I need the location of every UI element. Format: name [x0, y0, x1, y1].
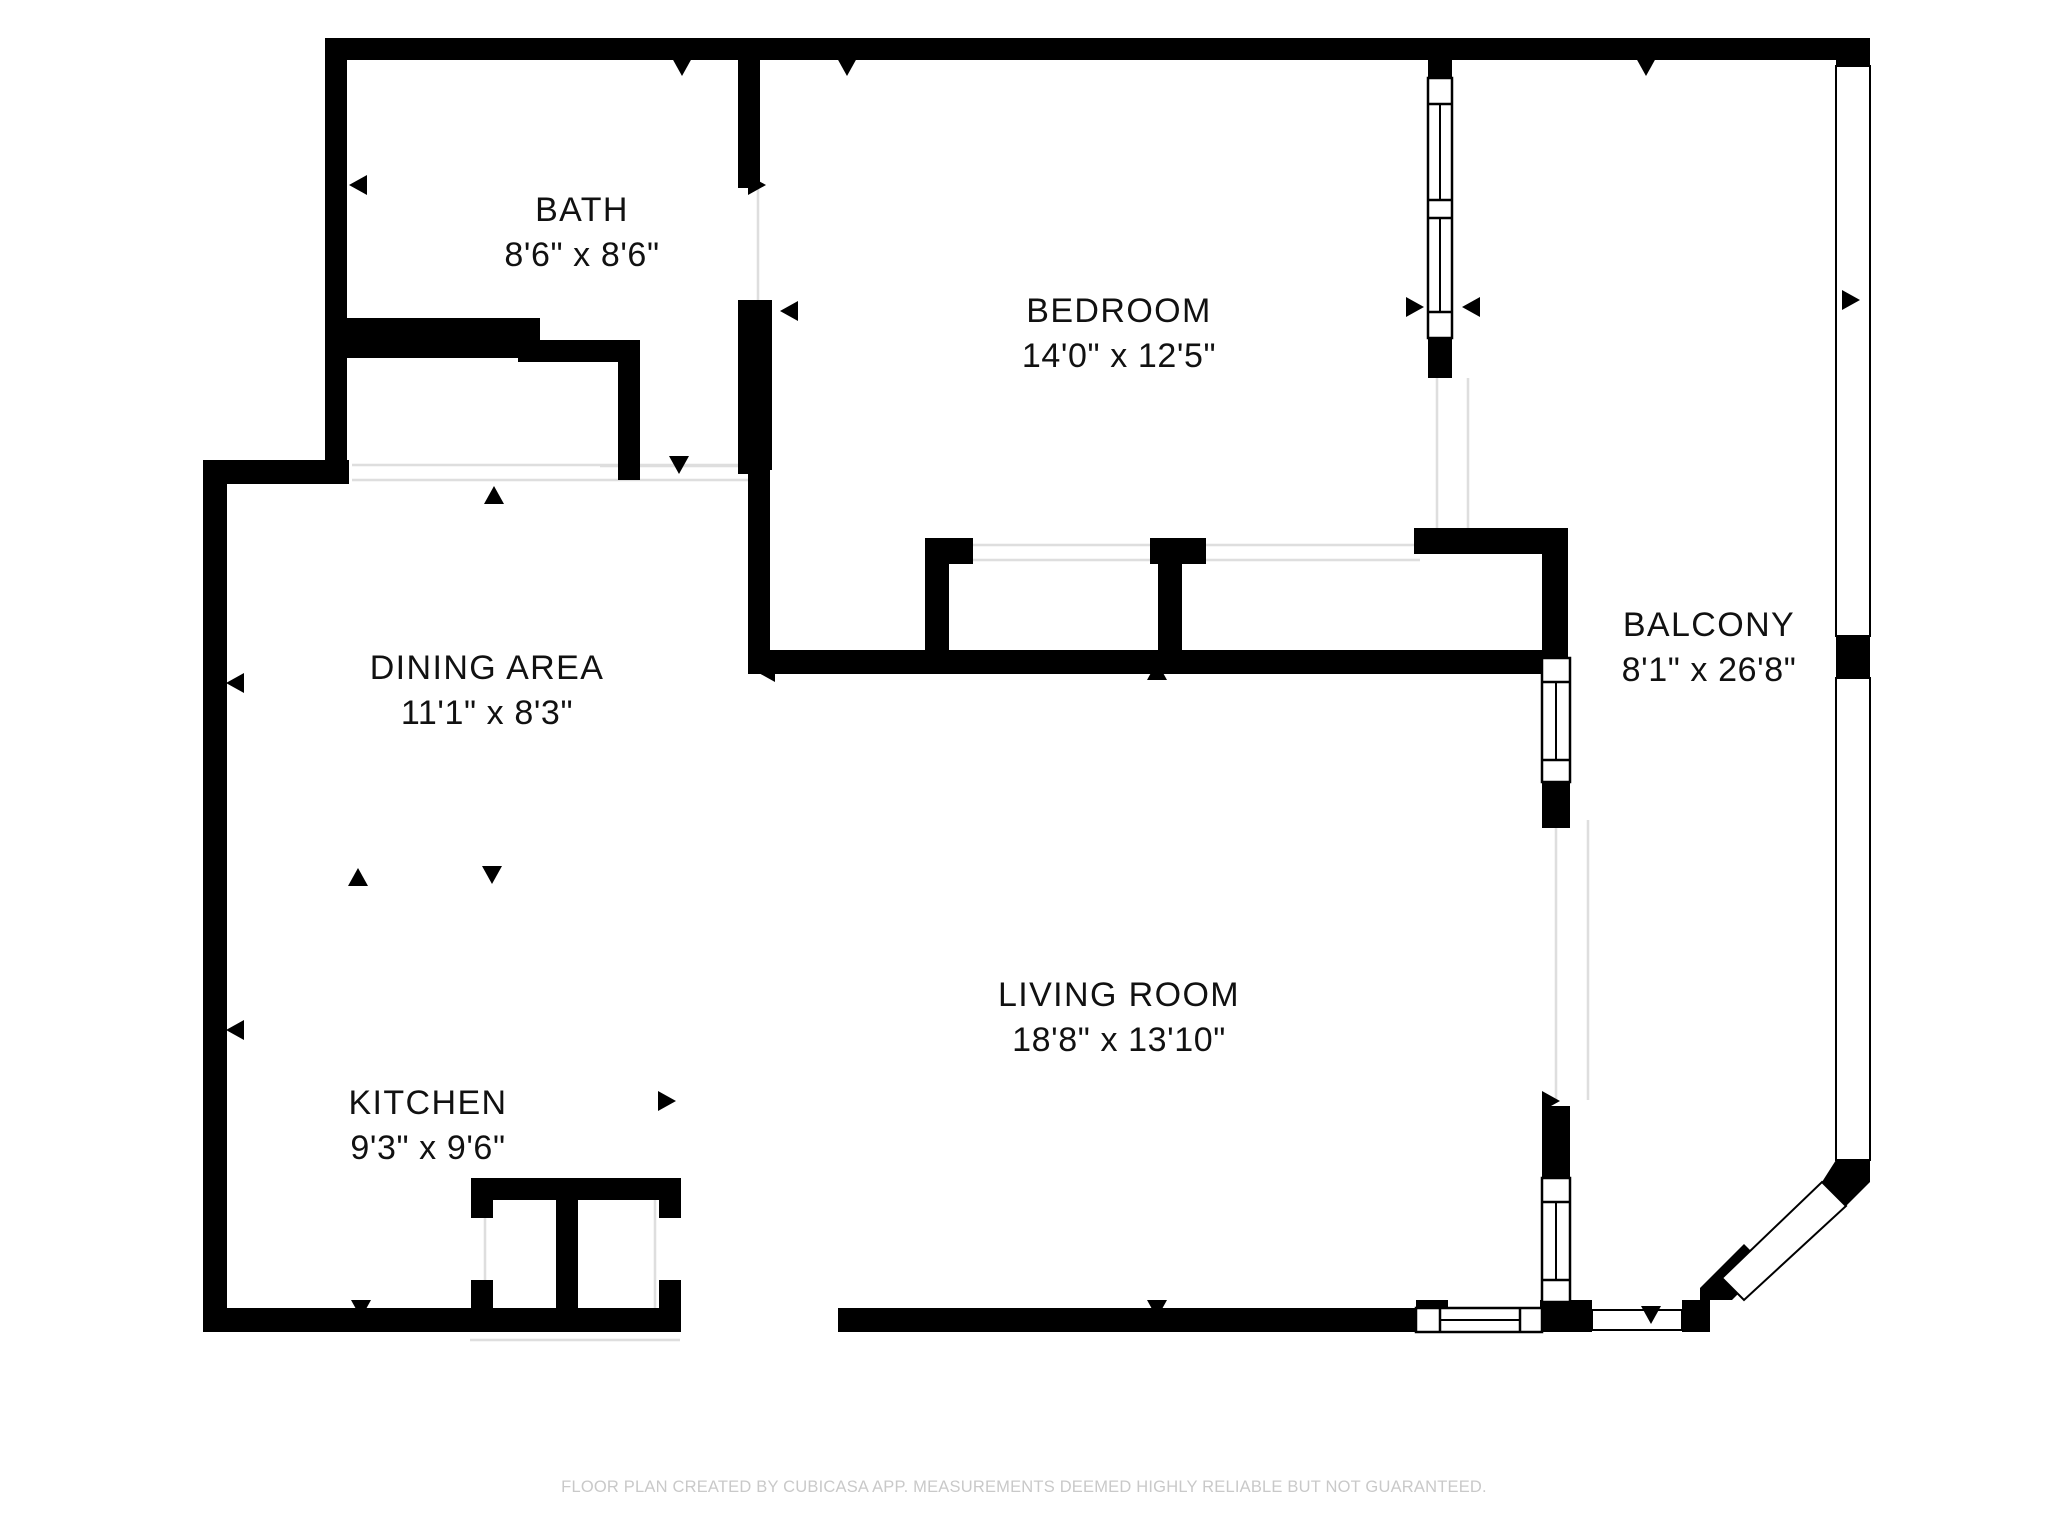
measurement-markers — [226, 58, 1869, 1324]
window-living-bottom — [1414, 1306, 1544, 1334]
room-dimensions-balcony: 8'1" x 26'8" — [1622, 651, 1797, 689]
room-dimensions-bedroom: 14'0" x 12'5" — [1022, 337, 1216, 375]
room-label-bedroom: BEDROOM 14'0" x 12'5" — [1022, 292, 1216, 375]
kitchen-closet — [471, 1178, 681, 1310]
room-dimensions-dining: 11'1" x 8'3" — [401, 694, 573, 732]
room-labels: BATH 8'6" x 8'6" BEDROOM 14'0" x 12'5" D… — [348, 191, 1797, 1167]
room-name-dining: DINING AREA — [370, 649, 605, 687]
room-label-kitchen: KITCHEN 9'3" x 9'6" — [348, 1084, 507, 1167]
balcony-railing-angled — [1720, 1180, 1848, 1302]
exterior-walls — [203, 38, 1870, 1332]
window-balcony-lower — [1540, 1176, 1572, 1304]
room-label-living: LIVING ROOM 18'8" x 13'10" — [998, 976, 1240, 1059]
room-dimensions-bath: 8'6" x 8'6" — [504, 236, 659, 274]
room-label-balcony: BALCONY 8'1" x 26'8" — [1622, 606, 1797, 689]
room-dimensions-kitchen: 9'3" x 9'6" — [350, 1129, 505, 1167]
footer-disclaimer: FLOOR PLAN CREATED BY CUBICASA APP. MEAS… — [561, 1478, 1487, 1496]
balcony-railing-right — [1835, 65, 1871, 1161]
window-balcony-upper — [1540, 656, 1572, 784]
room-name-bedroom: BEDROOM — [1026, 292, 1211, 330]
room-name-kitchen: KITCHEN — [348, 1084, 507, 1122]
room-dimensions-living: 18'8" x 13'10" — [1012, 1021, 1226, 1059]
room-name-bath: BATH — [535, 191, 629, 229]
window-bedroom-right — [1426, 76, 1454, 340]
windows — [1414, 65, 1871, 1334]
room-name-living: LIVING ROOM — [998, 976, 1240, 1014]
room-label-bath: BATH 8'6" x 8'6" — [504, 191, 659, 274]
window-balcony-bottom — [1591, 1309, 1683, 1331]
room-name-balcony: BALCONY — [1623, 606, 1795, 644]
room-label-dining: DINING AREA 11'1" x 8'3" — [370, 649, 605, 732]
